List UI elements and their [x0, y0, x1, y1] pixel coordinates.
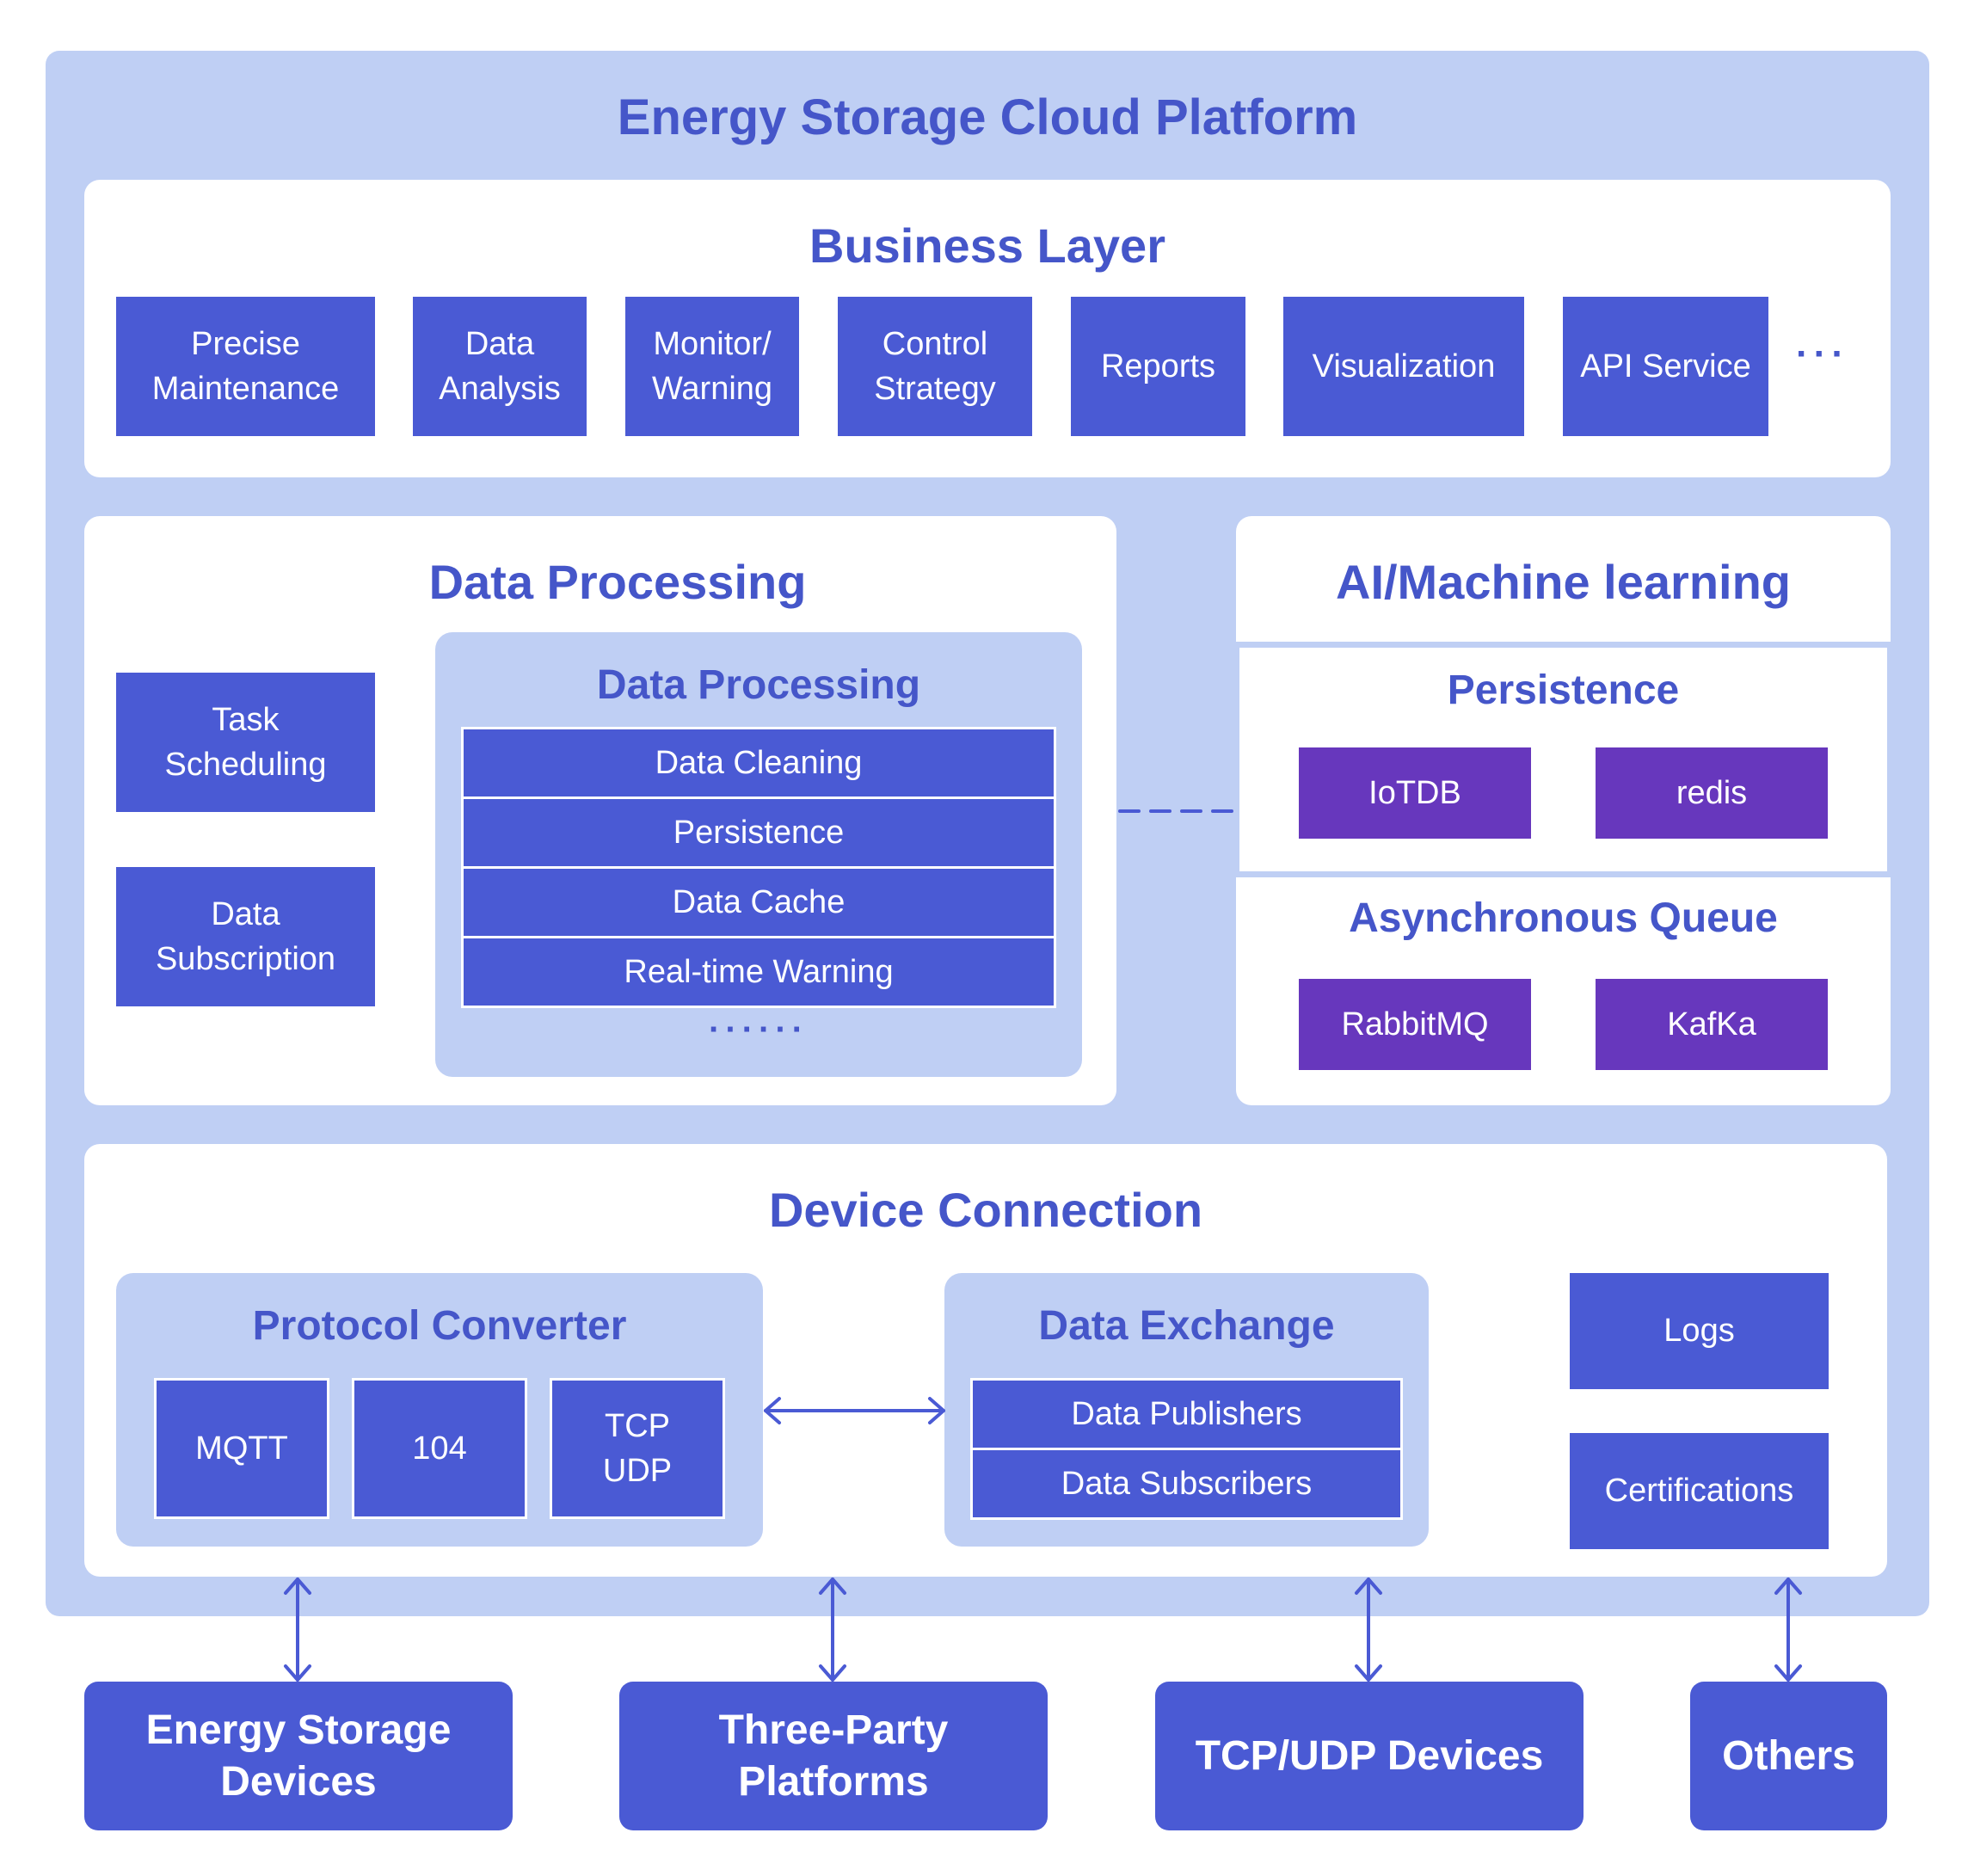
data-subscription-box[interactable]: Data Subscription	[116, 867, 375, 1006]
data-processing-inner-title: Data Processing	[596, 662, 921, 708]
row-data-cache[interactable]: Data Cache	[461, 866, 1056, 938]
persistence-section: Persistence IoTDB redis	[1239, 648, 1887, 871]
data-processing-more-ellipsis: ······	[709, 1011, 809, 1049]
business-item-precise-maintenance[interactable]: Precise Maintenance	[116, 297, 375, 436]
protocol-mqtt-box[interactable]: MQTT	[154, 1378, 329, 1519]
business-item-data-analysis[interactable]: Data Analysis	[413, 297, 587, 436]
ai-ml-panel: AI/Machine learning Persistence IoTDB re…	[1236, 516, 1891, 1105]
protocol-104-box[interactable]: 104	[352, 1378, 527, 1519]
data-processing-panel: Data Processing Task Scheduling Data Sub…	[84, 516, 1116, 1105]
device-connection-title: Device Connection	[768, 1183, 1203, 1237]
persistence-title: Persistence	[1447, 667, 1680, 713]
energy-storage-devices-box[interactable]: Energy Storage Devices	[84, 1682, 513, 1830]
business-item-visualization[interactable]: Visualization	[1283, 297, 1524, 436]
business-item-reports[interactable]: Reports	[1071, 297, 1245, 436]
certifications-box[interactable]: Certifications	[1570, 1433, 1829, 1549]
double-arrow-three-party	[819, 1578, 846, 1682]
data-subscribers-row[interactable]: Data Subscribers	[970, 1448, 1403, 1520]
three-party-platforms-box[interactable]: Three-Party Platforms	[619, 1682, 1048, 1830]
ai-ml-title: AI/Machine learning	[1336, 555, 1791, 609]
queue-title: Asynchronous Queue	[1349, 895, 1778, 941]
row-persistence[interactable]: Persistence	[461, 797, 1056, 869]
rabbitmq-box[interactable]: RabbitMQ	[1299, 979, 1531, 1070]
double-arrow-protocol-exchange	[764, 1397, 945, 1424]
data-processing-inner-panel: Data Processing Data Cleaning Persistenc…	[435, 632, 1082, 1077]
business-item-monitor-warning[interactable]: Monitor/ Warning	[625, 297, 799, 436]
double-arrow-energy-storage	[284, 1578, 311, 1682]
double-arrow-tcp-udp	[1355, 1578, 1382, 1682]
business-more-ellipsis: ···	[1796, 333, 1849, 375]
redis-box[interactable]: redis	[1596, 747, 1828, 839]
row-data-cleaning[interactable]: Data Cleaning	[461, 727, 1056, 799]
data-exchange-panel: Data Exchange Data Publishers Data Subsc…	[944, 1273, 1429, 1547]
row-real-time-warning[interactable]: Real-time Warning	[461, 936, 1056, 1008]
logs-box[interactable]: Logs	[1570, 1273, 1829, 1389]
business-item-api-service[interactable]: API Service	[1563, 297, 1768, 436]
business-layer-title: Business Layer	[809, 218, 1165, 273]
double-arrow-others	[1774, 1578, 1802, 1682]
device-connection-panel: Device Connection Protocol Converter MQT…	[84, 1144, 1887, 1577]
protocol-tcp-udp-box[interactable]: TCP UDP	[550, 1378, 725, 1519]
kafka-box[interactable]: KafKa	[1596, 979, 1828, 1070]
business-layer-panel: Business Layer Precise Maintenance Data …	[84, 180, 1891, 477]
ai-ml-header: AI/Machine learning	[1236, 516, 1891, 642]
data-exchange-title: Data Exchange	[1038, 1303, 1335, 1349]
others-box[interactable]: Others	[1690, 1682, 1887, 1830]
tcp-udp-devices-box[interactable]: TCP/UDP Devices	[1155, 1682, 1584, 1830]
iotdb-box[interactable]: IoTDB	[1299, 747, 1531, 839]
platform-title: Energy Storage Cloud Platform	[617, 89, 1358, 145]
business-item-control-strategy[interactable]: Control Strategy	[838, 297, 1032, 436]
queue-section: Asynchronous Queue RabbitMQ KafKa	[1236, 877, 1891, 1105]
data-processing-title: Data Processing	[428, 555, 807, 609]
protocol-converter-title: Protocol Converter	[252, 1303, 627, 1349]
task-scheduling-box[interactable]: Task Scheduling	[116, 673, 375, 812]
data-publishers-row[interactable]: Data Publishers	[970, 1378, 1403, 1450]
protocol-converter-panel: Protocol Converter MQTT 104 TCP UDP	[116, 1273, 763, 1547]
